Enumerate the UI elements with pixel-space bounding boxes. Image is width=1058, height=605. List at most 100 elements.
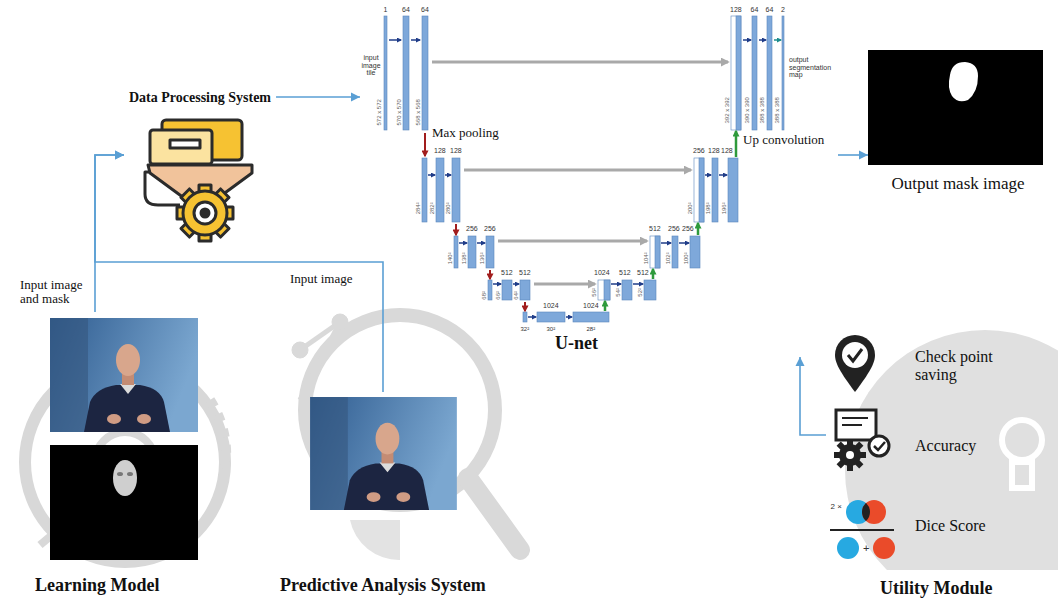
connector-line [95, 155, 124, 312]
dimension-label: 570 x 570 [395, 99, 402, 125]
dimension-label: 388 x 388 [774, 97, 781, 123]
connector [95, 151, 124, 313]
utility-item: Dice Score [915, 517, 986, 535]
channel-count: + [863, 542, 869, 554]
dimension-label: 388 x 388 [759, 97, 766, 123]
module-block: Check point savingAccuracyDice ScoreUtil… [826, 330, 1052, 602]
connector-line [800, 357, 826, 435]
dimension-label: 390 x 390 [744, 97, 751, 123]
dimension-label: 138² [461, 252, 468, 264]
module-block: Predictive Analysis System [270, 392, 532, 602]
output-block: Output mask image [868, 48, 1048, 200]
channel-count: 64 [751, 6, 759, 14]
watermark-icon [845, 330, 1058, 605]
dimension-label: 568 x 568 [414, 99, 421, 125]
dimension-label: 56² [591, 287, 598, 296]
module-title: Predictive Analysis System [280, 575, 486, 596]
dimension-label: 64² [513, 290, 520, 299]
system-title: Data Processing System [129, 90, 271, 106]
dice-formula [830, 500, 895, 559]
channel-count: 2 × [831, 503, 842, 512]
channel-count: 128 [708, 147, 720, 155]
connector [838, 151, 868, 160]
unet-figure [384, 16, 784, 322]
channel-count: 1024 [594, 269, 610, 277]
input-photo [310, 397, 457, 510]
dimension-label: 196² [721, 202, 728, 214]
network-title: U-net [555, 333, 598, 354]
dimension-label: 198² [705, 202, 712, 214]
channel-count: 64 [421, 6, 429, 14]
connector [276, 93, 360, 102]
channel-count: 256 [668, 225, 680, 233]
channel-count: 32² [521, 326, 530, 333]
figure-note: input image tile [359, 54, 383, 77]
channel-count: 512 [501, 269, 513, 277]
dimension-label: 200² [687, 202, 694, 214]
channel-count: 30² [547, 326, 556, 333]
channel-count: 512 [649, 225, 661, 233]
processing-icon [145, 120, 252, 241]
module-title: Utility Module [880, 578, 993, 599]
dimension-label: 572 x 572 [376, 99, 383, 125]
dimension-label: 68² [481, 290, 488, 299]
dimension-label: 66² [495, 290, 502, 299]
dimension-label: 136² [479, 252, 486, 264]
channel-count: 1024 [583, 302, 599, 310]
arrow-head [115, 151, 124, 160]
dimension-label: 280² [445, 202, 452, 214]
channel-count: 128 [450, 147, 462, 155]
dimension-label: 102² [665, 252, 672, 264]
dimension-label: 140² [447, 252, 454, 264]
image-caption: Output mask image [891, 174, 1024, 194]
channel-count: 256 [693, 147, 705, 155]
figure-note: output segmentation map [789, 56, 835, 79]
dimension-label: 54² [615, 287, 622, 296]
arrow-head [351, 93, 360, 102]
connector-line [276, 96, 360, 98]
watermark-icon [292, 314, 520, 560]
channel-count: 128 [721, 147, 733, 155]
arrow-head [115, 151, 124, 160]
connector [95, 151, 383, 393]
network-block: U-net [360, 2, 838, 357]
dimension-label: 392 x 392 [724, 97, 731, 123]
output-mask [868, 50, 1043, 165]
operation-label: Up convolution [743, 133, 824, 147]
arrow-head [796, 357, 805, 366]
arrow-head [859, 151, 868, 160]
connector [796, 357, 827, 435]
accuracy-icon [834, 410, 889, 471]
checkpoint-icon [835, 335, 875, 392]
channel-count: 128 [434, 147, 446, 155]
channel-count: 512 [619, 269, 631, 277]
dimension-label: 284² [415, 202, 422, 214]
channel-count: 512 [519, 269, 531, 277]
operation-label: Max pooling [432, 126, 499, 140]
channel-count: 28² [587, 326, 596, 333]
channel-count: 256 [682, 225, 694, 233]
channel-count: 64 [766, 6, 774, 14]
dimension-label: 104² [643, 252, 650, 264]
dimension-label: 52² [637, 287, 644, 296]
input-photo [50, 318, 198, 432]
dimension-label: 100² [683, 252, 690, 264]
channel-count: 1 [384, 6, 388, 14]
channel-count: 256 [466, 225, 478, 233]
utility-item: Check point saving [915, 348, 1020, 385]
channel-count: 1024 [543, 302, 559, 310]
channel-count: 64 [402, 6, 410, 14]
module-block: Learning Model [20, 312, 210, 602]
dimension-label: 282² [429, 202, 436, 214]
system-block: Data Processing System [124, 88, 276, 243]
edge-label: Input image and mask [20, 278, 94, 307]
channel-count: 256 [484, 225, 496, 233]
channel-count: 2 [781, 6, 785, 14]
module-title: Learning Model [35, 575, 160, 596]
channel-count: 128 [730, 6, 742, 14]
mask-image [50, 445, 198, 560]
connector-line [95, 155, 383, 392]
utility-item: Accuracy [915, 437, 976, 455]
